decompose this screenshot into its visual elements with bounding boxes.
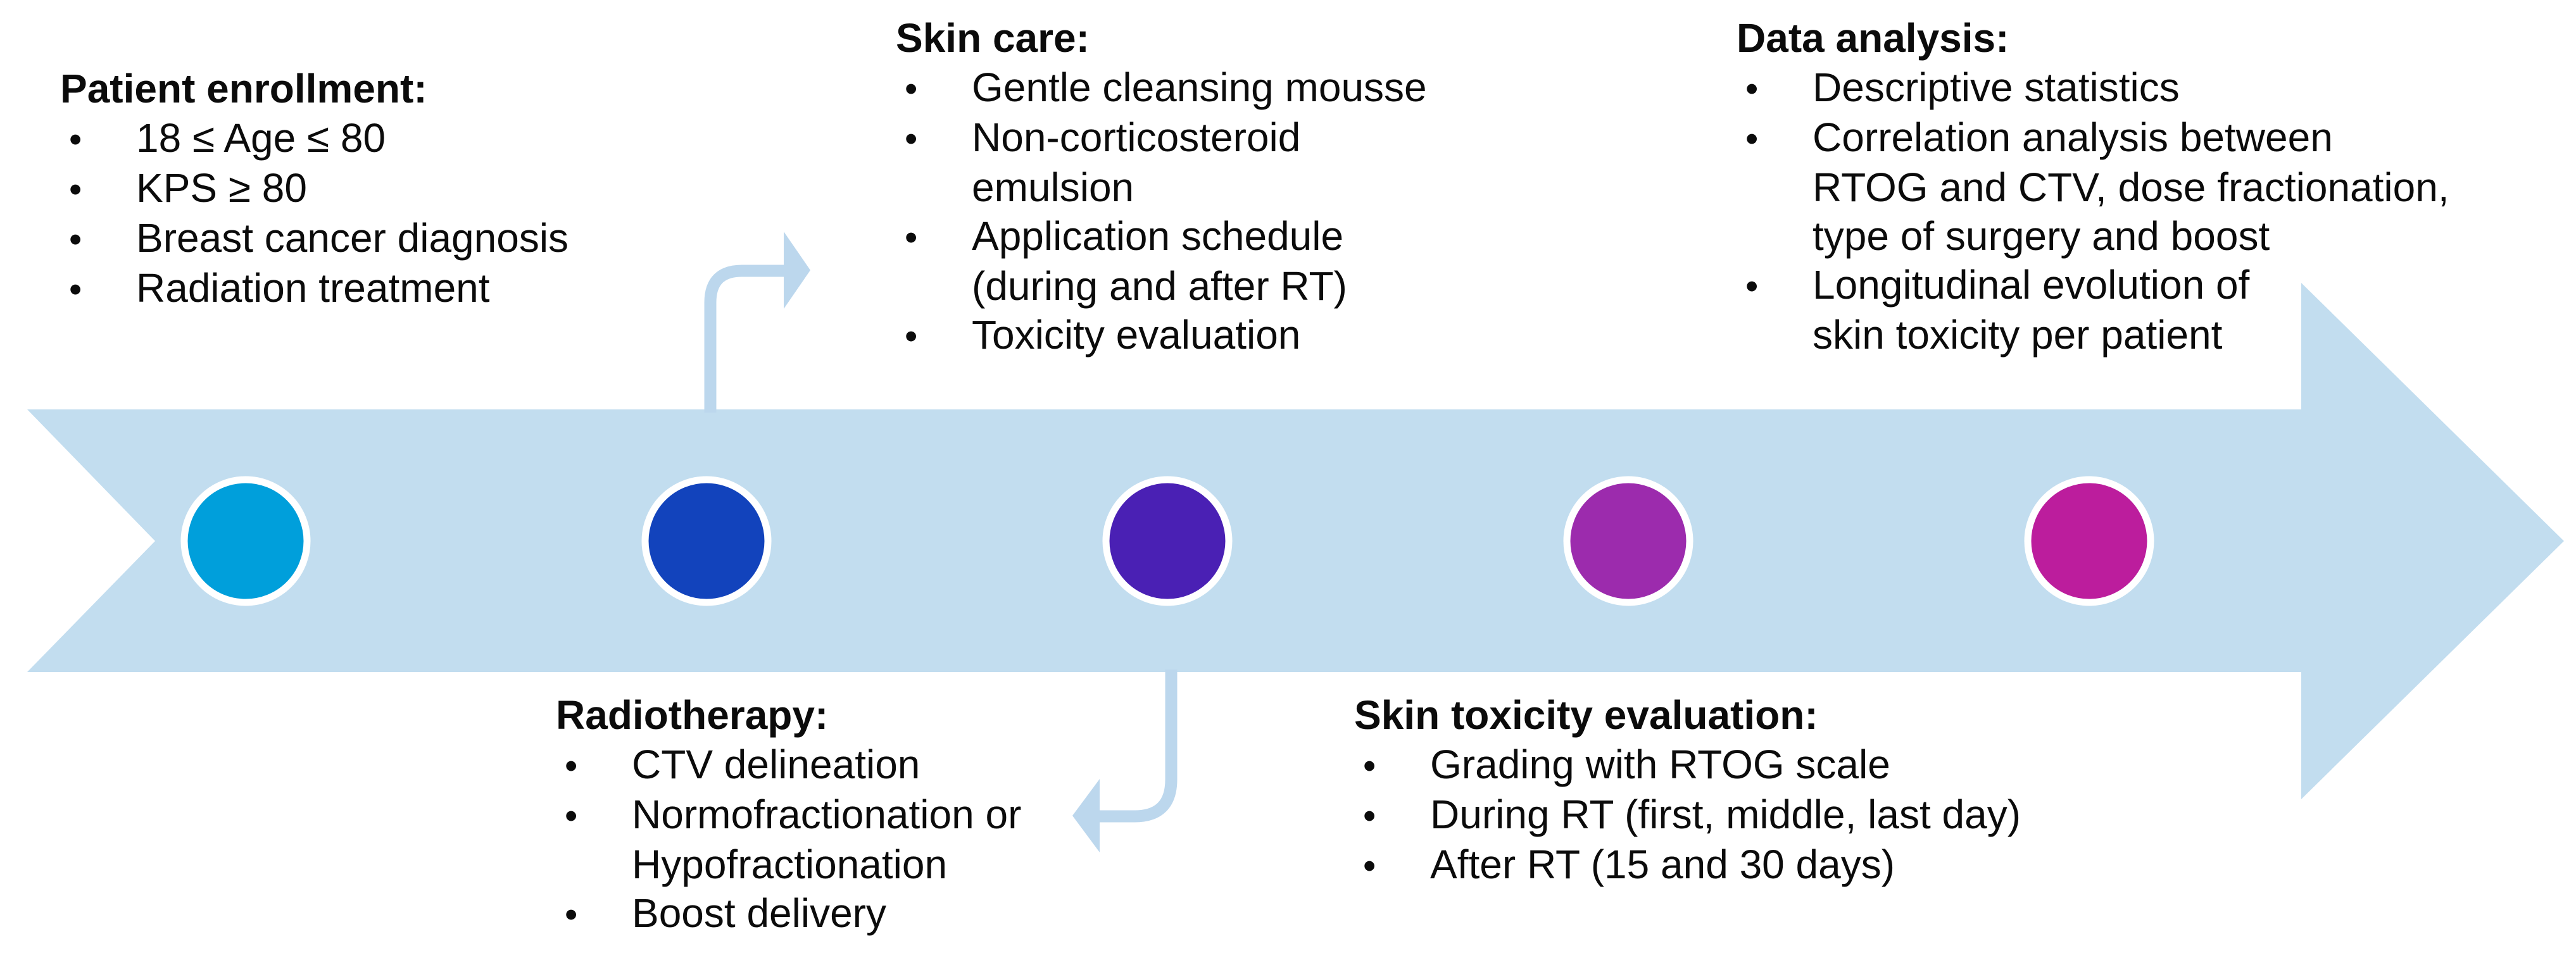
bullet-line: • Breast cancer diagnosis: [60, 214, 569, 264]
bullet-dot: •: [905, 68, 918, 109]
bullet-text: Gentle cleansing mousse: [972, 65, 1427, 110]
bullet-dot: •: [905, 316, 918, 357]
bullet-dot: •: [1745, 118, 1759, 159]
bullet-line: (during and after RT): [896, 262, 1427, 311]
bullet-text: Boost delivery: [632, 890, 886, 936]
bullet-text: Application schedule: [972, 213, 1344, 259]
block-patient-enrollment-title: Patient enrollment:: [60, 66, 427, 111]
bullet-dot: •: [565, 894, 578, 935]
bullet-text: Grading with RTOG scale: [1430, 742, 1890, 787]
bullet-text: type of surgery and boost: [1813, 213, 2270, 259]
bullet-text: Descriptive statistics: [1813, 65, 2180, 110]
bullet-text: Hypofractionation: [632, 842, 948, 887]
bullet-text: Normofractionation or: [632, 792, 1022, 837]
bullet-line: • Longitudinal evolution of: [1737, 261, 2449, 311]
bullet-line: RTOG and CTV, dose fractionation,: [1737, 163, 2449, 212]
bullet-line: Hypofractionation: [556, 840, 1021, 889]
connector-down-line: [1099, 669, 1178, 823]
block-radiotherapy-title: Radiotherapy:: [556, 692, 829, 738]
bullet-line: • During RT (first, middle, last day): [1354, 790, 2021, 840]
bullet-line: emulsion: [896, 163, 1427, 212]
bullet-line: • Gentle cleansing mousse: [896, 63, 1427, 113]
bullet-dot: •: [69, 169, 82, 210]
bullet-text: KPS ≥ 80: [136, 165, 307, 211]
block-patient-enrollment: Patient enrollment: • 18 ≤ Age ≤ 80 • KPS ≥…: [60, 63, 569, 314]
bullet-text: Toxicity evaluation: [972, 312, 1301, 358]
bullet-line: • KPS ≥ 80: [60, 164, 569, 214]
bullet-dot: •: [69, 119, 82, 160]
bullet-text: skin toxicity per patient: [1813, 312, 2223, 358]
bullet-text: Correlation analysis between: [1813, 115, 2333, 160]
bullet-line: • Non-corticosteroid: [896, 113, 1427, 163]
bullet-dot: •: [905, 217, 918, 258]
bullet-line: • CTV delineation: [556, 740, 1021, 790]
milestone-circle-1: [180, 476, 311, 606]
bullet-dot: •: [905, 118, 918, 159]
bullet-dot: •: [565, 795, 578, 837]
bullet-dot: •: [1745, 68, 1759, 109]
bullet-line: • Toxicity evaluation: [896, 311, 1427, 361]
bullet-text: Breast cancer diagnosis: [136, 215, 569, 261]
bullet-line: • Descriptive statistics: [1737, 63, 2449, 113]
bullet-text: During RT (first, middle, last day): [1430, 792, 2021, 837]
block-radiotherapy-list: • CTV delineation • Normofractionation or Hy…: [556, 740, 1021, 939]
bullet-line: • Normofractionation or: [556, 790, 1021, 840]
bullet-text: (during and after RT): [972, 263, 1347, 309]
block-skin-care-list: • Gentle cleansing mousse • Non-corticoster…: [896, 63, 1427, 361]
connector-down-arrowhead-icon: [1072, 779, 1100, 852]
bullet-dot: •: [1363, 745, 1376, 787]
bullet-dot: •: [1363, 845, 1376, 887]
block-patient-enrollment-list: • 18 ≤ Age ≤ 80 • KPS ≥ 80 • Breast cancer di…: [60, 114, 569, 314]
milestone-circle-5: [2024, 476, 2154, 606]
bullet-line: • Boost delivery: [556, 889, 1021, 939]
milestone-circle-3: [1102, 476, 1233, 606]
connector-up-arrowhead-icon: [784, 232, 810, 309]
bullet-text: Non-corticosteroid: [972, 115, 1301, 160]
block-data-analysis-title: Data analysis:: [1737, 15, 2009, 61]
bullet-line: skin toxicity per patient: [1737, 311, 2449, 359]
bullet-text: RTOG and CTV, dose fractionation,: [1813, 165, 2449, 210]
bullet-line: • Application schedule: [896, 212, 1427, 262]
block-skin-care-title: Skin care:: [896, 15, 1090, 61]
bullet-text: After RT (15 and 30 days): [1430, 842, 1895, 887]
bullet-text: Longitudinal evolution of: [1813, 262, 2250, 308]
bullet-text: 18 ≤ Age ≤ 80: [136, 115, 386, 161]
block-skin-toxicity-evaluation-list: • Grading with RTOG scale • During RT (firs…: [1354, 740, 2021, 890]
bullet-dot: •: [1745, 266, 1759, 307]
block-skin-care: Skin care: • Gentle cleansing mousse • Non-…: [896, 13, 1427, 361]
timeline-arrow: [27, 283, 2564, 799]
bullet-text: Radiation treatment: [136, 265, 490, 311]
block-data-analysis: Data analysis: • Descriptive statistics • C…: [1737, 13, 2449, 359]
bullet-text: CTV delineation: [632, 742, 920, 787]
bullet-dot: •: [565, 745, 578, 787]
bullet-line: • Radiation treatment: [60, 264, 569, 314]
bullet-dot: •: [69, 269, 82, 310]
block-skin-toxicity-evaluation-title: Skin toxicity evaluation:: [1354, 692, 1818, 738]
bullet-line: • Grading with RTOG scale: [1354, 740, 2021, 790]
milestone-circle-2: [641, 476, 772, 606]
block-data-analysis-list: • Descriptive statistics • Correlation anal…: [1737, 63, 2449, 359]
bullet-dot: •: [1363, 795, 1376, 837]
bullet-line: • Correlation analysis between: [1737, 113, 2449, 163]
bullet-line: • After RT (15 and 30 days): [1354, 840, 2021, 890]
connector-up-line: [704, 265, 785, 413]
bullet-line: • 18 ≤ Age ≤ 80: [60, 114, 569, 164]
bullet-line: type of surgery and boost: [1737, 212, 2449, 261]
block-skin-toxicity-evaluation: Skin toxicity evaluation: • Grading with …: [1354, 690, 2021, 890]
bullet-dot: •: [69, 219, 82, 260]
milestone-circle-4: [1563, 476, 1693, 606]
block-radiotherapy: Radiotherapy: • CTV delineation • Normofrac…: [556, 690, 1021, 939]
bullet-text: emulsion: [972, 165, 1134, 210]
